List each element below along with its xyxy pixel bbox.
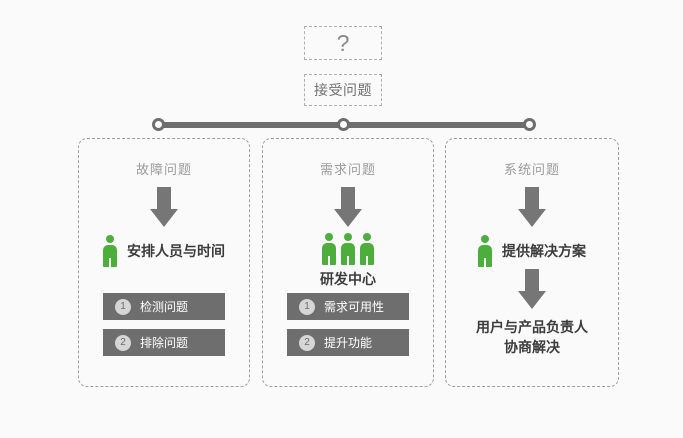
actor-row: 提供解决方案	[446, 235, 618, 267]
down-arrow-icon	[334, 187, 362, 227]
step-number-badge: 2	[299, 334, 315, 351]
rail-node-left	[152, 118, 165, 131]
person-icon	[341, 233, 355, 265]
step-number-badge: 1	[115, 298, 131, 315]
step-label: 提升功能	[324, 336, 373, 350]
panel-requirement-problem: 需求问题 研发中心 1 需求可用性	[262, 138, 434, 387]
rail-node-center	[337, 118, 350, 131]
step-number-badge: 2	[115, 334, 131, 351]
down-arrow-icon	[518, 269, 546, 309]
person-icon	[103, 235, 117, 267]
step-list: 1 检测问题 2 排除问题	[79, 293, 249, 356]
step-item[interactable]: 2 排除问题	[103, 329, 225, 356]
actor-label: 安排人员与时间	[127, 243, 225, 259]
step-item[interactable]: 1 需求可用性	[287, 293, 409, 320]
people-group-icon	[322, 233, 374, 265]
accept-problem-box: 接受问题	[304, 74, 382, 106]
down-arrow-icon	[150, 187, 178, 227]
accept-problem-label: 接受问题	[314, 82, 372, 98]
step-label: 排除问题	[140, 336, 189, 350]
panel-system-problem: 系统问题 提供解决方案 用户与产品负责人 协商解决	[445, 138, 619, 387]
person-icon	[478, 235, 492, 267]
panel-title: 故障问题	[135, 162, 192, 177]
step-label: 需求可用性	[324, 300, 385, 314]
branch-connector-rail	[152, 118, 536, 131]
panel-title: 需求问题	[319, 162, 376, 177]
question-mark-label: ?	[336, 29, 350, 56]
step-number-badge: 1	[299, 298, 315, 315]
outcome-text: 用户与产品负责人 协商解决	[476, 319, 588, 356]
person-icon	[360, 233, 374, 265]
down-arrow-icon	[518, 187, 546, 227]
step-label: 检测问题	[140, 300, 189, 314]
question-box: ?	[304, 26, 382, 60]
step-list: 1 需求可用性 2 提升功能	[263, 293, 433, 356]
rail-node-right	[523, 118, 536, 131]
panel-title: 系统问题	[503, 162, 560, 177]
panel-fault-problem: 故障问题 安排人员与时间 1 检测问题 2 排除问题	[78, 138, 250, 387]
step-item[interactable]: 1 检测问题	[103, 293, 225, 320]
actor-group: 研发中心	[263, 233, 433, 289]
step-item[interactable]: 2 提升功能	[287, 329, 409, 356]
actor-label: 提供解决方案	[502, 243, 586, 259]
person-icon	[322, 233, 336, 265]
actor-row: 安排人员与时间	[79, 235, 249, 267]
group-caption: 研发中心	[320, 271, 376, 287]
